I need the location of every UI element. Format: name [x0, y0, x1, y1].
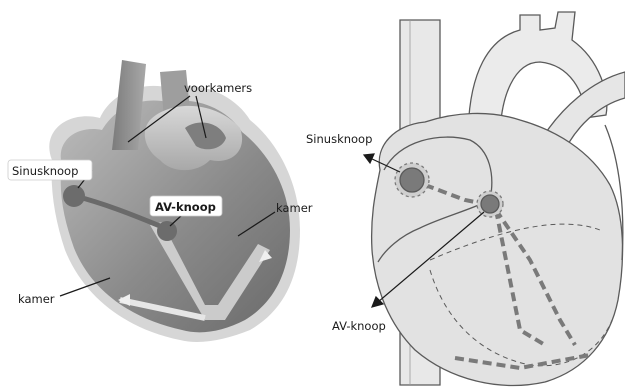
left-kamer-left-label: kamer [18, 292, 55, 306]
left-kamer-right-label: kamer [276, 201, 313, 215]
right-heart-body [372, 113, 623, 385]
right-sinus-arrowhead [364, 154, 374, 163]
left-av-knoop-label: AV-knoop [155, 200, 216, 214]
right-sinus-node [400, 168, 424, 192]
left-sinusknoop-label: Sinusknoop [12, 164, 78, 178]
left-av-node [157, 221, 177, 241]
left-heart: voorkamers Sinusknoop AV-knoop kamer kam… [8, 60, 313, 342]
right-av-node [481, 195, 499, 213]
right-sinusknoop-label: Sinusknoop [306, 132, 372, 146]
left-sinus-node [63, 185, 85, 207]
voorkamers-label: voorkamers [184, 81, 252, 95]
right-av-knoop-label: AV-knoop [332, 319, 386, 333]
right-heart [372, 12, 625, 385]
